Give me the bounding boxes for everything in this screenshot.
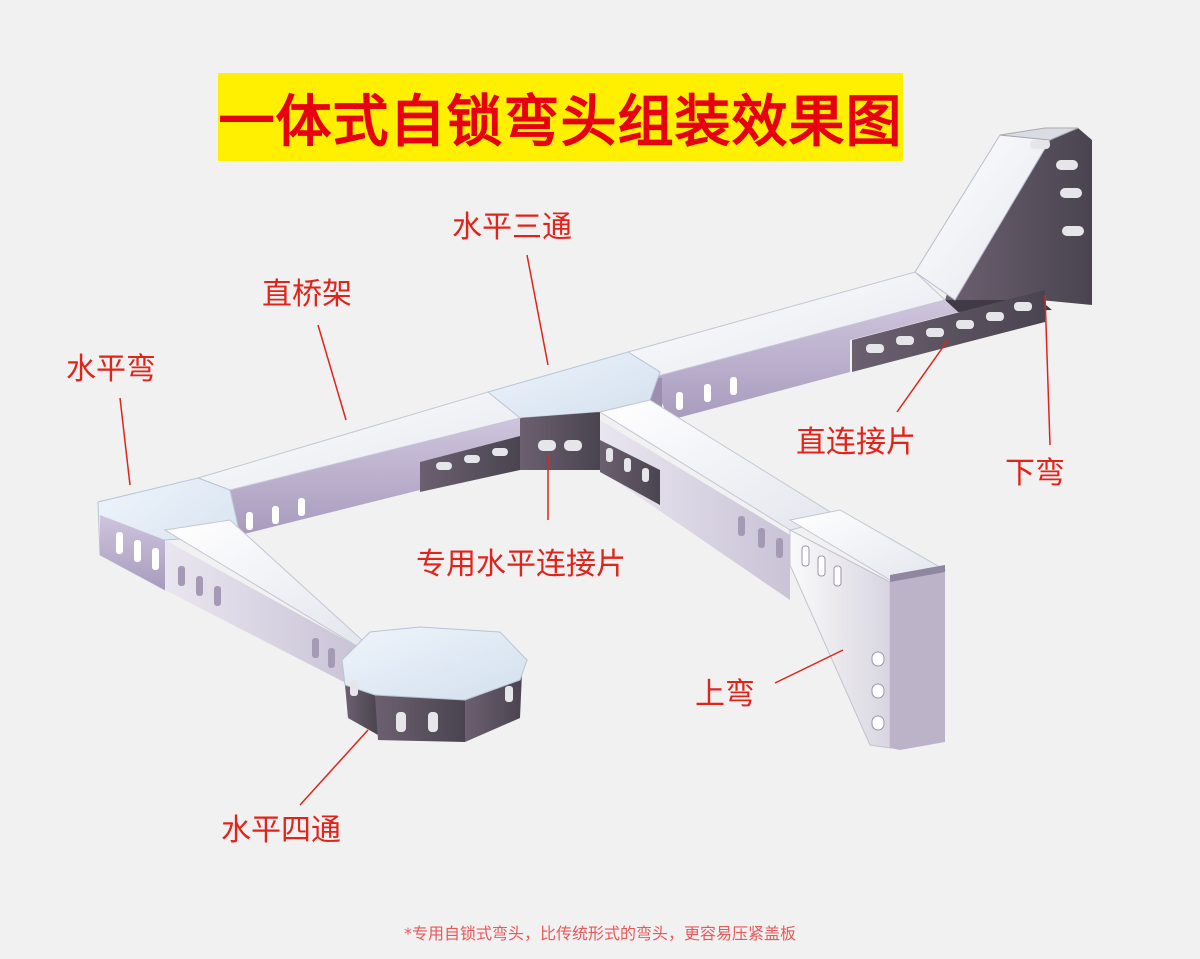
label-down-bend: 下弯	[1005, 456, 1065, 491]
label-straight-tray: 直桥架	[262, 277, 352, 312]
straight-tray-left	[196, 391, 522, 535]
slot-hole	[986, 312, 1004, 321]
slot-hole	[871, 651, 885, 667]
slot-hole	[758, 528, 765, 548]
slot-hole	[298, 498, 305, 516]
straight-tray-diagonal	[598, 399, 842, 600]
leader-lines	[119, 254, 1051, 806]
slot-hole	[350, 680, 358, 696]
slot-hole	[1062, 226, 1084, 236]
slot-hole	[1056, 160, 1078, 170]
slot-hole	[1060, 188, 1082, 198]
label-horizontal-bend: 水平弯	[66, 352, 156, 387]
slot-hole	[464, 455, 480, 463]
slot-hole	[134, 540, 141, 562]
slot-hole	[492, 448, 508, 456]
leader-line-horizontal-tee	[526, 254, 549, 366]
page-title: 一体式自锁弯头组装效果图	[218, 89, 903, 155]
slot-hole	[866, 344, 884, 353]
label-horizontal-tee: 水平三通	[452, 210, 572, 245]
footnote: *专用自锁式弯头，比传统形式的弯头，更容易压紧盖板	[403, 924, 796, 943]
label-up-bend: 上弯	[695, 677, 755, 712]
slot-hole	[606, 448, 613, 462]
leader-line-horizontal-cross	[299, 729, 369, 806]
leader-line-up-bend	[774, 649, 844, 684]
slot-hole	[801, 545, 810, 567]
slot-hole	[312, 638, 319, 658]
slot-hole	[956, 320, 974, 329]
slot-hole	[152, 548, 159, 570]
leader-line-down-bend	[1044, 294, 1051, 446]
label-special-horizontal-connector: 专用水平连接片	[416, 547, 626, 582]
slot-hole	[776, 538, 783, 558]
slot-hole	[328, 648, 335, 668]
up-bend	[788, 509, 947, 750]
slot-hole	[1030, 140, 1050, 149]
label-horizontal-cross: 水平四通	[221, 813, 341, 848]
slot-hole	[396, 712, 406, 732]
leader-line-horizontal-bend	[119, 397, 131, 486]
leader-line-straight-tray	[317, 324, 347, 421]
slot-hole	[178, 566, 185, 586]
slot-hole	[1014, 302, 1032, 311]
slot-hole	[896, 336, 914, 345]
slot-hole	[817, 555, 826, 577]
slot-hole	[871, 715, 885, 731]
slot-hole	[926, 328, 944, 337]
slot-hole	[116, 532, 123, 554]
slot-hole	[833, 565, 842, 587]
slot-hole	[196, 576, 203, 596]
slot-hole	[738, 516, 745, 536]
horizontal-tee	[486, 351, 661, 470]
down-bend	[914, 127, 1092, 312]
slot-hole	[436, 462, 452, 470]
slot-hole	[624, 458, 631, 472]
horizontal-cross	[341, 626, 528, 742]
slot-hole	[538, 440, 556, 451]
slot-hole	[505, 686, 513, 702]
straight-tray-lower	[163, 519, 363, 690]
slot-hole	[214, 586, 221, 606]
slot-hole	[730, 377, 737, 395]
straight-tray-right	[627, 271, 1045, 420]
label-straight-connector: 直连接片	[796, 425, 916, 460]
slot-hole	[642, 468, 649, 482]
straight-connector-plate	[852, 290, 1045, 372]
slot-hole	[564, 440, 582, 451]
slot-hole	[272, 506, 279, 524]
title-banner: 一体式自锁弯头组装效果图	[218, 73, 903, 161]
slot-hole	[871, 683, 885, 699]
leader-line-straight-connector	[896, 339, 949, 413]
slot-hole	[246, 512, 253, 530]
slot-hole	[676, 392, 683, 410]
slot-hole	[704, 384, 711, 402]
special-connector-plate-right	[600, 440, 660, 505]
slot-hole	[428, 712, 438, 732]
